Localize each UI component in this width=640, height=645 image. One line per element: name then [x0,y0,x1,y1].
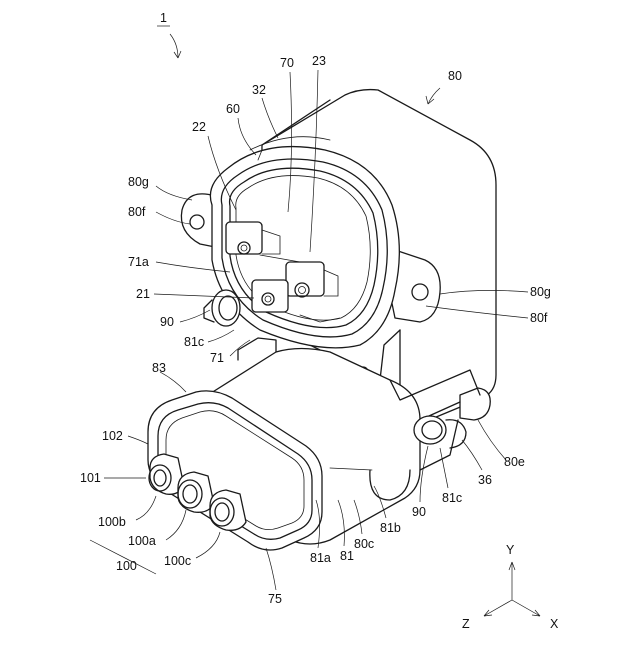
label-32: 32 [252,83,266,97]
label-100: 100 [116,559,137,573]
label-60: 60 [226,102,240,116]
pin-100c [210,490,246,530]
label-71: 71 [210,351,224,365]
label-81c-right: 81c [442,491,462,505]
label-1: 1 [160,11,167,25]
label-90-right: 90 [412,505,426,519]
label-81a: 81a [310,551,331,565]
label-71a: 71a [128,255,149,269]
label-80g-left: 80g [128,175,149,189]
label-81b: 81b [380,521,401,535]
label-36: 36 [478,473,492,487]
label-22: 22 [192,120,206,134]
label-90-left: 90 [160,315,174,329]
collar-90-left [204,290,240,326]
pin-100a [178,472,214,512]
label-81: 81 [340,549,354,563]
label-100a: 100a [128,534,156,548]
axis-y-label: Y [506,543,515,557]
label-80e: 80e [504,455,525,469]
label-80: 80 [448,69,462,83]
label-83: 83 [152,361,166,375]
label-80c: 80c [354,537,374,551]
label-100b: 100b [98,515,126,529]
label-80g-right: 80g [530,285,551,299]
label-100c: 100c [164,554,191,568]
label-80f-left: 80f [128,205,146,219]
label-70: 70 [280,56,294,70]
label-21: 21 [136,287,150,301]
axis-z-label: Z [462,617,470,631]
label-81c-left: 81c [184,335,204,349]
label-75: 75 [268,592,282,606]
label-101: 101 [80,471,101,485]
coordinate-axes: Y Z X [462,543,559,631]
axis-x-label: X [550,617,559,631]
label-102: 102 [102,429,123,443]
label-80f-right: 80f [530,311,548,325]
label-23: 23 [312,54,326,68]
terminal-21 [252,280,288,312]
